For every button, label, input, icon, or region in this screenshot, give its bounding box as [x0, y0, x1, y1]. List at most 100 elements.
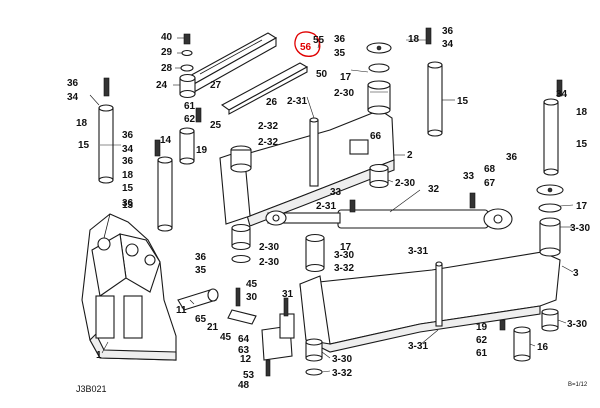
swing-bracket-1 [81, 213, 177, 361]
callout-label: 61 [476, 348, 488, 359]
boom-arm-2 [219, 42, 395, 264]
callout-label: 30 [246, 292, 258, 303]
callout-label: 3-30 [332, 354, 352, 365]
pivot-pin-15-mid [154, 139, 173, 232]
callout-label: 35 [195, 265, 207, 276]
callout-label: 19 [476, 322, 488, 333]
figure-code: J3B021 [76, 384, 107, 394]
callout-label: 17 [340, 242, 352, 253]
callout-label: 2-32 [258, 137, 278, 148]
callout-label: 65 [195, 314, 207, 325]
callout-label: 25 [210, 120, 222, 131]
callout-label: 3-31 [408, 341, 428, 352]
callout-label: 36 [122, 156, 134, 167]
pin-stack-24 [179, 33, 196, 99]
callout-label: 16 [537, 342, 549, 353]
callout-label: 61 [184, 101, 196, 112]
callout-label: 17 [340, 72, 352, 83]
pivot-pin-15-left [98, 77, 114, 184]
callout-label: 17 [576, 201, 588, 212]
bracket-12 [227, 287, 295, 377]
callout-label: 63 [238, 345, 250, 356]
callout-label: 55 [313, 35, 325, 46]
callout-label: 67 [484, 178, 496, 189]
callout-label: 40 [161, 32, 173, 43]
highlight-circle [294, 31, 321, 57]
callout-label: 66 [370, 131, 382, 142]
callout-label: 15 [122, 183, 134, 194]
callout-label: 45 [220, 332, 232, 343]
callout-label: 36 [195, 252, 207, 263]
callout-label: 36 [506, 152, 518, 163]
callout-label: 36 [442, 26, 454, 37]
callout-label: 34 [122, 144, 134, 155]
callout-label: 15 [457, 96, 469, 107]
callout-label: 33 [330, 187, 342, 198]
callout-label: 3-30 [570, 223, 590, 234]
callout-label: 36 [67, 78, 79, 89]
callout-label: 15 [576, 139, 588, 150]
callout-label: 18 [122, 170, 134, 181]
callout-label: 14 [160, 135, 172, 146]
callout-label: 2 [407, 150, 413, 161]
callout-label: 18 [408, 34, 420, 45]
callout-label: 18 [76, 118, 88, 129]
callout-label: 3-30 [334, 250, 354, 261]
callout-label: 45 [246, 279, 258, 290]
callout-label: 2-30 [259, 257, 279, 268]
callout-label: 2-30 [395, 178, 415, 189]
callout-label: 56 [300, 42, 312, 53]
callout-label: 34 [556, 89, 568, 100]
callout-label: 32 [428, 184, 440, 195]
callout-labels: 40 29 28 24 36 34 18 15 61 62 14 19 25 2… [67, 26, 590, 391]
callout-label: 68 [484, 164, 496, 175]
rail-bracket-26 [184, 32, 309, 115]
callout-label: 3-32 [332, 368, 352, 379]
callout-label: 64 [238, 334, 250, 345]
pin-14 [179, 107, 202, 165]
callout-label: 12 [240, 354, 252, 365]
callout-label: 33 [463, 171, 475, 182]
pin-16 [499, 319, 531, 362]
pivot-pin-15-right-b [543, 79, 563, 176]
callout-label: 18 [576, 107, 588, 118]
callout-label: 3-32 [334, 263, 354, 274]
pivot-pin-15-right-a [425, 27, 443, 137]
callout-label: 27 [210, 80, 222, 91]
page-code: B=1/12 [568, 382, 588, 388]
callout-label: 62 [476, 335, 488, 346]
callout-label: 3-30 [567, 319, 587, 330]
callout-label: 34 [67, 92, 79, 103]
callout-label: 2-31 [287, 96, 307, 107]
hydraulic-cylinder-32 [265, 192, 513, 230]
callout-label: 28 [161, 63, 173, 74]
callout-label: 2-31 [316, 201, 336, 212]
callout-label: 50 [316, 69, 328, 80]
callout-label: 35 [334, 48, 346, 59]
callout-label: 2-32 [258, 121, 278, 132]
callout-label: 1 [96, 350, 102, 361]
callout-label: 62 [184, 114, 196, 125]
callout-label: 11 [176, 305, 187, 316]
callout-label: 3 [573, 268, 579, 279]
callout-label: 19 [196, 145, 208, 156]
main-arm-3 [299, 184, 564, 376]
callout-label: 31 [282, 289, 294, 300]
callout-label: 21 [207, 322, 219, 333]
callout-label: 36 [122, 198, 134, 209]
callout-label: 36 [334, 34, 346, 45]
callout-label: 53 [243, 370, 255, 381]
leader-lines [89, 37, 574, 373]
callout-label: 48 [238, 380, 250, 391]
callout-label: 2-30 [334, 88, 354, 99]
callout-label: 3-31 [408, 246, 428, 257]
callout-label: 26 [266, 97, 278, 108]
callout-label: 36 [122, 130, 134, 141]
callout-label: 15 [78, 140, 90, 151]
callout-label: 2-30 [259, 242, 279, 253]
callout-label: 24 [156, 80, 168, 91]
pin-11 [177, 288, 219, 311]
callout-label: 29 [161, 47, 173, 58]
callout-label: 34 [442, 39, 454, 50]
